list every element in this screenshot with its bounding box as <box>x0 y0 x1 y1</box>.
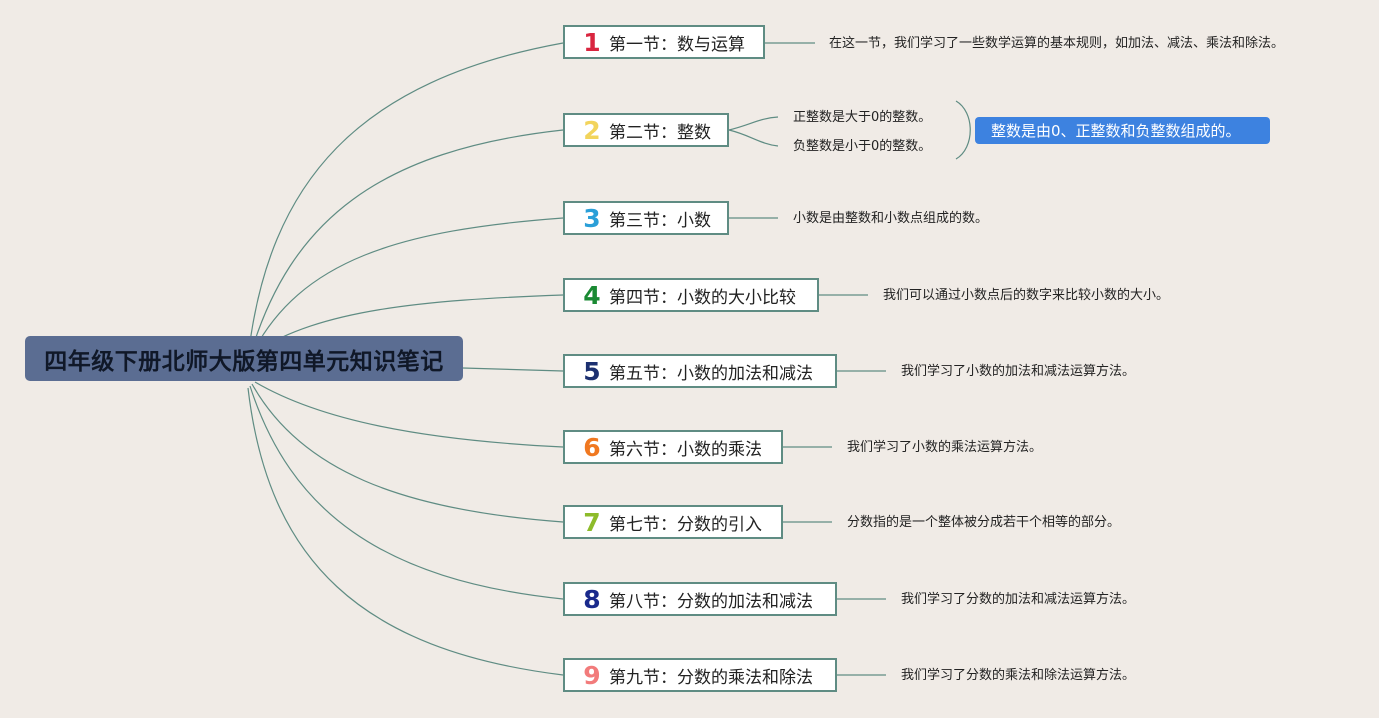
note-section-2-positive: 正整数是大于0的整数。 <box>793 110 932 125</box>
number-7-icon: 7 <box>583 507 601 537</box>
topic-label: 第八节：分数的加法和减法 <box>609 591 813 612</box>
branch-line-3 <box>251 217 564 355</box>
note-section-8: 我们学习了分数的加法和减法运算方法。 <box>901 592 1136 607</box>
topic-label: 第五节：小数的加法和减法 <box>609 363 813 384</box>
note-section-9: 我们学习了分数的乘法和除法运算方法。 <box>901 668 1136 683</box>
note-line-2a <box>728 116 779 131</box>
topic-section-2[interactable]: 2 第二节：整数 <box>563 113 729 147</box>
number-8-icon: 8 <box>583 584 601 614</box>
number-3-icon: 3 <box>583 203 601 233</box>
branch-line-2 <box>249 129 564 357</box>
topic-label: 第九节：分数的乘法和除法 <box>609 667 813 688</box>
topic-label: 第一节：数与运算 <box>609 34 745 55</box>
note-section-6: 我们学习了小数的乘法运算方法。 <box>847 440 1043 455</box>
note-section-1: 在这一节，我们学习了一些数学运算的基本规则，如加法、减法、乘法和除法。 <box>829 36 1285 51</box>
summary-brace <box>955 100 971 160</box>
topic-label: 第四节：小数的大小比较 <box>609 287 796 308</box>
summary-label: 整数是由0、正整数和负整数组成的。 <box>991 122 1241 140</box>
topic-label: 第二节：整数 <box>609 122 711 143</box>
number-9-icon: 9 <box>583 660 601 690</box>
topic-label: 第三节：小数 <box>609 210 711 231</box>
topic-section-3[interactable]: 3 第三节：小数 <box>563 201 729 235</box>
topic-section-8[interactable]: 8 第八节：分数的加法和减法 <box>563 582 837 616</box>
topic-section-5[interactable]: 5 第五节：小数的加法和减法 <box>563 354 837 388</box>
central-topic[interactable]: 四年级下册北师大版第四单元知识笔记 <box>25 336 463 381</box>
topic-section-1[interactable]: 1 第一节：数与运算 <box>563 25 765 59</box>
central-topic-label: 四年级下册北师大版第四单元知识笔记 <box>44 348 444 375</box>
branch-line-5 <box>462 367 564 372</box>
note-section-2-negative: 负整数是小于0的整数。 <box>793 139 932 154</box>
topic-section-6[interactable]: 6 第六节：小数的乘法 <box>563 430 783 464</box>
number-1-icon: 1 <box>583 27 601 57</box>
branch-line-1 <box>247 42 564 359</box>
number-2-icon: 2 <box>583 115 601 145</box>
number-4-icon: 4 <box>583 280 601 310</box>
branch-line-7 <box>251 383 564 523</box>
note-section-5: 我们学习了小数的加法和减法运算方法。 <box>901 364 1136 379</box>
note-section-3: 小数是由整数和小数点组成的数。 <box>793 211 989 226</box>
summary-section-2[interactable]: 整数是由0、正整数和负整数组成的。 <box>975 117 1270 144</box>
branch-line-6 <box>254 381 564 448</box>
number-6-icon: 6 <box>583 432 601 462</box>
number-5-icon: 5 <box>583 356 601 386</box>
note-section-7: 分数指的是一个整体被分成若干个相等的部分。 <box>847 515 1121 530</box>
topic-label: 第七节：分数的引入 <box>609 514 762 535</box>
topic-label: 第六节：小数的乘法 <box>609 439 762 460</box>
note-line-2b <box>728 129 779 147</box>
topic-section-4[interactable]: 4 第四节：小数的大小比较 <box>563 278 819 312</box>
branch-line-9 <box>247 387 564 676</box>
topic-section-7[interactable]: 7 第七节：分数的引入 <box>563 505 783 539</box>
branch-line-8 <box>249 385 564 600</box>
note-section-4: 我们可以通过小数点后的数字来比较小数的大小。 <box>883 288 1170 303</box>
topic-section-9[interactable]: 9 第九节：分数的乘法和除法 <box>563 658 837 692</box>
